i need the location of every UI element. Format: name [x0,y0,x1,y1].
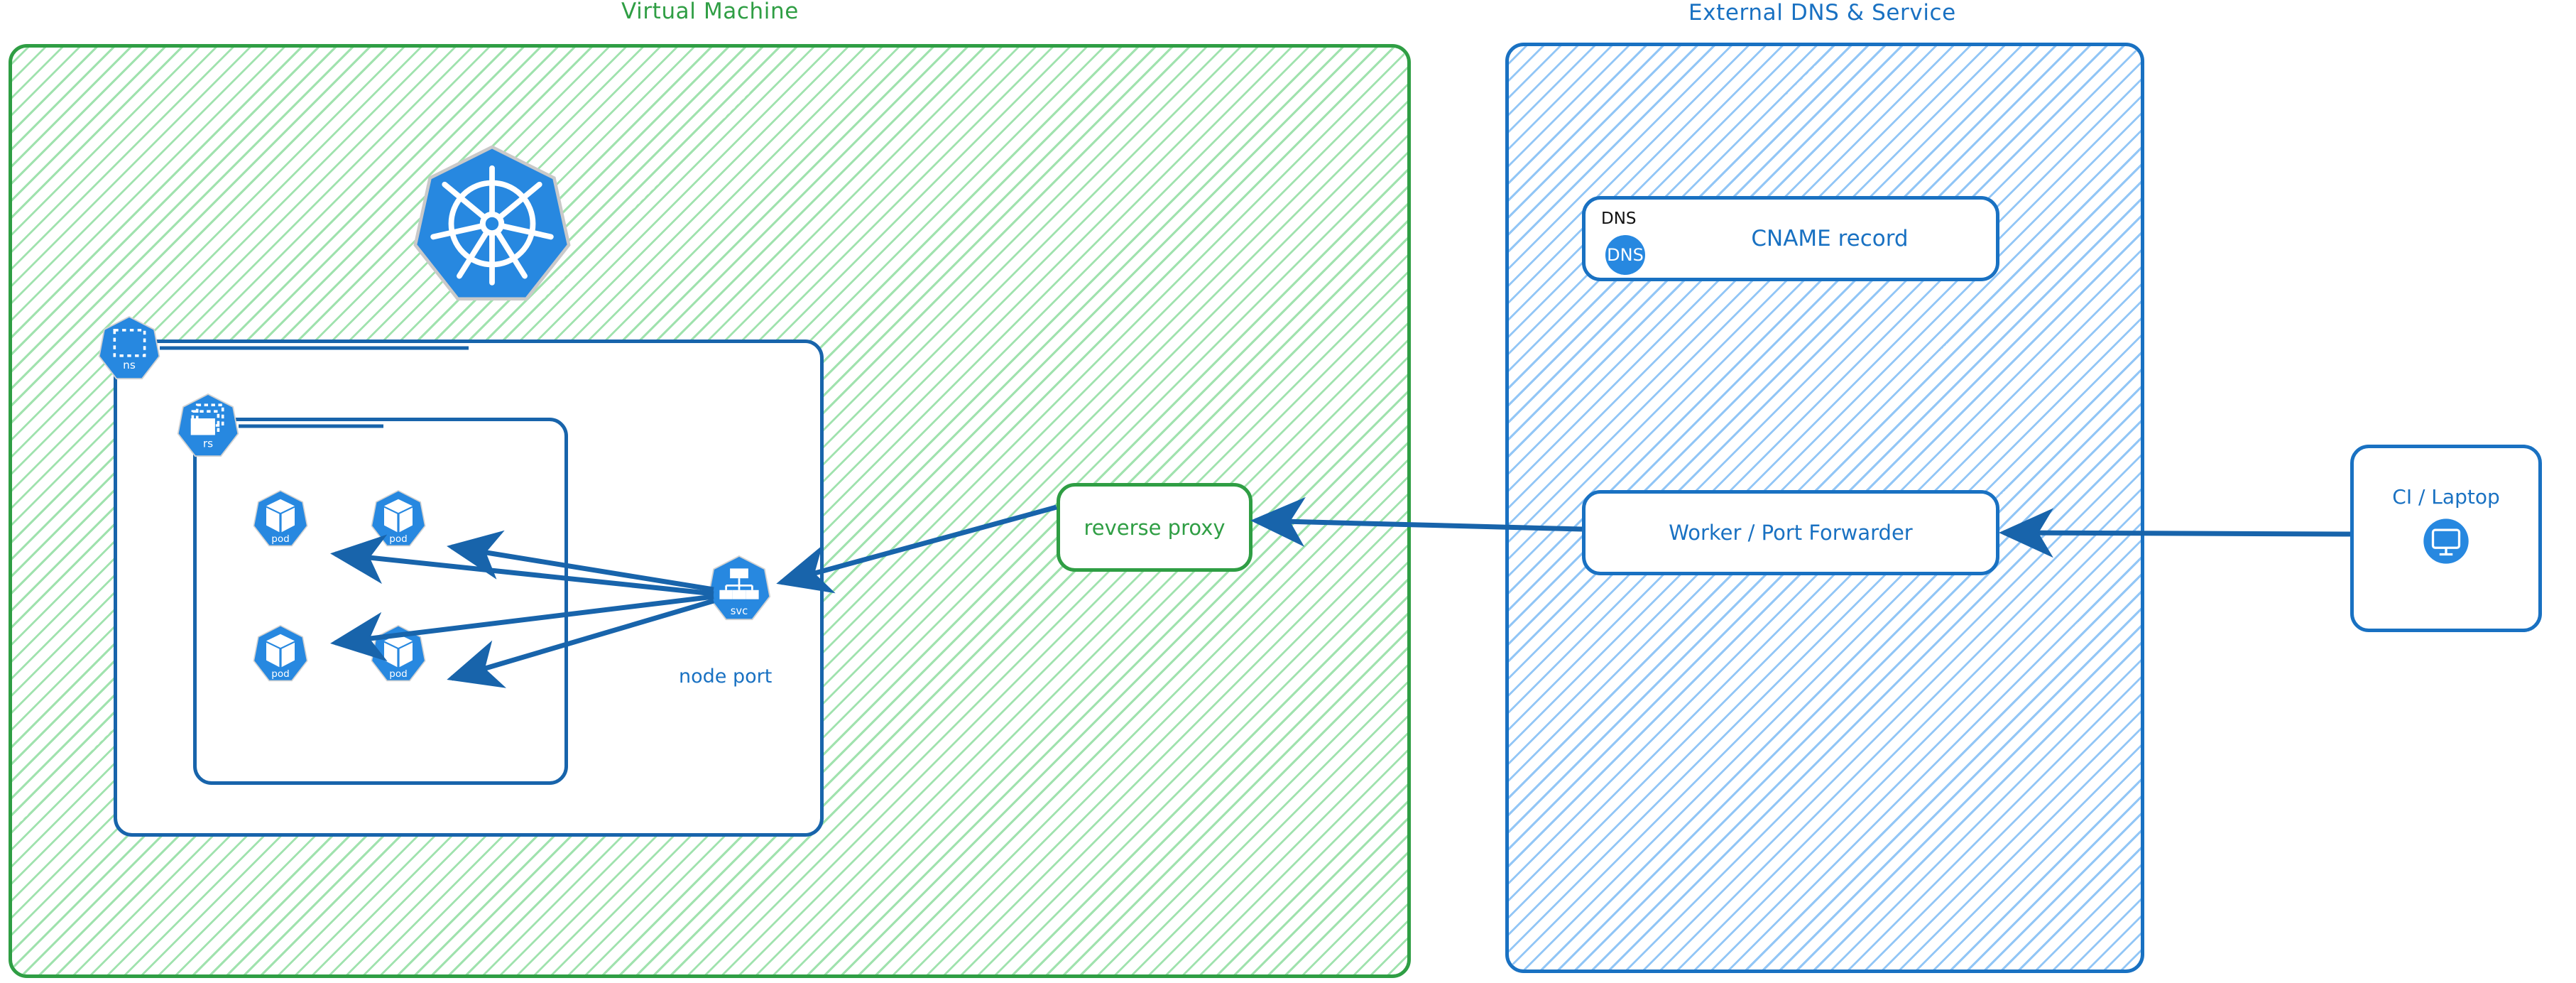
dns-cname-card[interactable]: DNS DNS CNAME record [1582,196,1999,281]
pod-node-3: pod [252,624,309,683]
pod-node-4: pod [370,624,427,683]
svg-text:pod: pod [271,668,290,680]
namespace-badge-label: ns [123,359,136,371]
cname-record-label: CNAME record [1751,226,1909,251]
pod-node-2: pod [370,489,427,548]
vm-panel-title: Virtual Machine [621,0,799,24]
ci-laptop-label: CI / Laptop [2392,485,2500,509]
monitor-icon [2423,518,2469,567]
reverse-proxy-box[interactable]: reverse proxy [1057,483,1252,572]
svg-text:pod: pod [389,533,408,545]
kubernetes-logo [410,142,574,305]
node-port-caption: node port [679,666,773,688]
dns-badge-icon: DNS [1605,235,1645,275]
dns-card-tag: DNS [1601,210,1637,228]
replicaset-badge: rs [176,392,240,459]
replicaset-badge-label: rs [203,438,213,450]
reverse-proxy-label: reverse proxy [1084,515,1226,540]
worker-port-forwarder-label: Worker / Port Forwarder [1669,521,1913,545]
replicaset-box [193,418,568,785]
external-panel-title: External DNS & Service [1688,0,1956,26]
ci-laptop-box[interactable]: CI / Laptop [2350,445,2542,632]
svg-text:pod: pod [271,533,290,545]
svg-text:pod: pod [389,668,408,680]
namespace-badge: ns [97,315,161,381]
svg-text:svc: svc [731,605,748,617]
service-node: svc [706,554,772,622]
pod-node-1: pod [252,489,309,548]
worker-port-forwarder-box[interactable]: Worker / Port Forwarder [1582,490,1999,575]
